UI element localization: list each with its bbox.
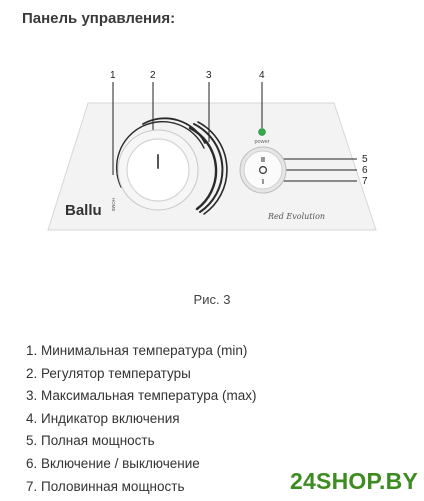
brand-logo-sub: HOME [111,198,116,212]
callout-6: 6 [362,165,368,176]
switch-full-power-mark: II [261,157,265,164]
thermostat-scale-arc-3 [188,126,218,211]
callout-1: 1 [110,70,116,81]
power-indicator-label: power [255,139,270,145]
thermostat-knob[interactable] [126,138,190,202]
legend-list: 1. Минимальная температура (min) 2. Регу… [26,340,257,498]
site-watermark: 24SHOP.BY [290,468,418,494]
switch-half-power-mark: I [262,179,264,186]
series-script-label: Red Evolution [267,212,325,221]
legend-item: 2. Регулятор температуры [26,365,191,381]
rocker-switch-icon[interactable]: II I [239,146,287,194]
legend-item: 6. Включение / выключение [26,455,200,471]
page-title: Панель управления: [22,10,176,27]
power-switch-inner [243,150,283,190]
figure-caption: Рис. 3 [193,292,231,307]
callout-7: 7 [362,176,368,187]
callout-3: 3 [206,70,212,81]
callout-5: 5 [362,154,368,165]
callout-4: 4 [259,70,265,81]
thermostat-scale-arc-1 [115,120,205,188]
legend-item: 1. Минимальная температура (min) [26,343,248,358]
thermostat-scale-arc-5 [197,121,228,215]
legend-item: 5. Полная мощность [26,433,155,449]
control-panel-diagram: 1 2 3 4 5 6 7 Ballu HOME power II I Red … [47,70,377,231]
thermostat-scale-arc-4 [193,123,224,213]
brand-logo: Ballu [65,202,102,219]
callout-2: 2 [150,70,156,81]
power-indicator-icon [258,128,266,136]
legend-item: 3. Максимальная температура (max) [26,388,257,404]
power-switch-center-icon [259,166,268,175]
legend-item: 7. Половинная мощность [26,478,185,494]
legend-item: 4. Индикатор включения [26,410,180,426]
